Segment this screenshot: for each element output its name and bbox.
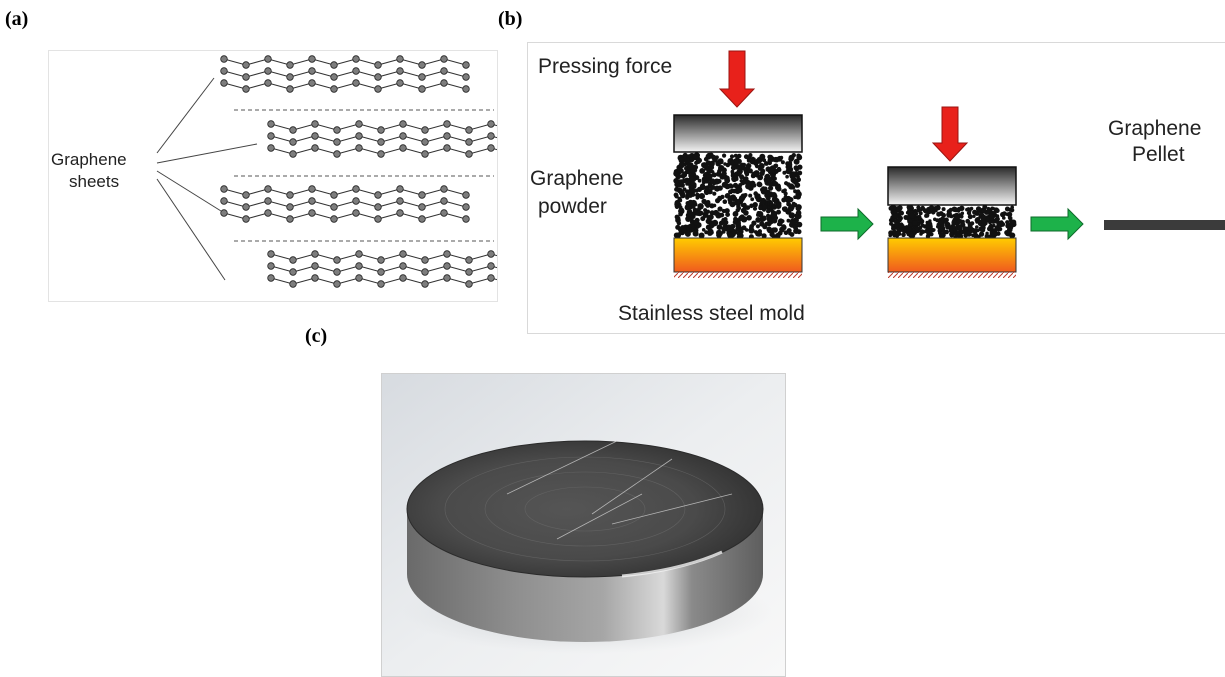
mold-hatch-1: [674, 272, 802, 278]
graphene-sheet: [267, 120, 517, 158]
pointer-lines: [156, 77, 258, 281]
panel-a-graphene-sheets: Graphene sheets: [48, 50, 517, 302]
layer-separators: [234, 109, 494, 242]
process-arrow-2: [1030, 207, 1084, 241]
powder-label-line2: powder: [538, 195, 607, 218]
powder-label-line1: Graphene: [530, 167, 623, 190]
edge-highlight: [621, 550, 723, 578]
panel-c-pellet-photo: [381, 373, 786, 677]
graphene-sheets-diagram: Graphene sheets: [51, 55, 517, 288]
graphene-powder-loose: [673, 152, 803, 240]
pellet-photo: [382, 374, 785, 676]
graphene-sheet: [220, 55, 470, 93]
force-arrow-2: [931, 106, 969, 162]
panel-b-label: (b): [498, 8, 523, 30]
panel-c-label: (c): [305, 325, 328, 347]
pellet-top-surface: [406, 440, 764, 578]
graphene-sheet: [220, 185, 470, 223]
panel-b-pressing-process: Pressing force Graphene powder Stainless…: [527, 42, 1225, 334]
pellet-label-line2: Pellet: [1132, 143, 1185, 166]
pressing-force-label: Pressing force: [538, 55, 672, 78]
graphene-pellet: [1104, 220, 1225, 230]
machining-rings: [444, 456, 726, 562]
graphene-label-line1: Graphene: [51, 150, 127, 169]
graphene-sheet-layers: [220, 55, 517, 288]
mold-hatch-2: [888, 272, 1016, 278]
press-plate-2: [887, 166, 1017, 206]
mold-label: Stainless steel mold: [618, 302, 805, 325]
press-plate-1: [673, 114, 803, 153]
mold-base-1: [673, 237, 803, 273]
graphene-powder-compressed: [888, 204, 1017, 240]
surface-scratches: [506, 440, 733, 540]
pellet-label-line1: Graphene: [1108, 117, 1201, 140]
mold-base-2: [887, 237, 1017, 273]
graphene-label-line2: sheets: [69, 172, 119, 191]
panel-a-label: (a): [5, 8, 29, 30]
process-arrow-1: [820, 207, 874, 241]
graphene-sheet: [267, 250, 517, 288]
force-arrow-1: [718, 50, 756, 108]
pressing-process-diagram: Pressing force Graphene powder Stainless…: [530, 50, 1225, 325]
